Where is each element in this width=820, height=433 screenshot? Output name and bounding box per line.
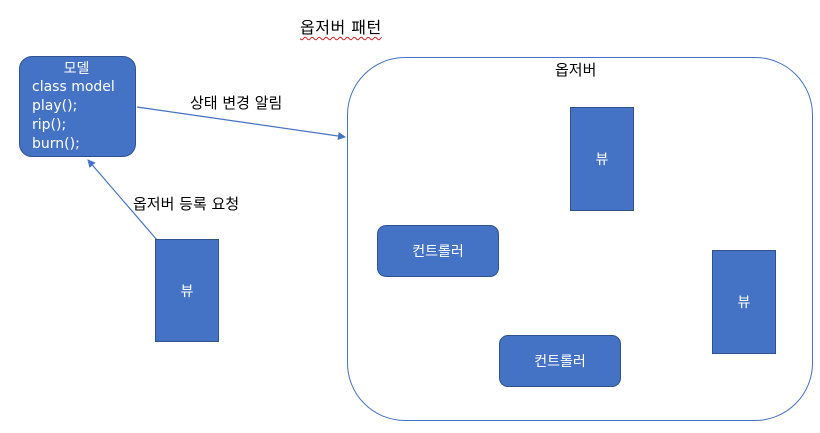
diagram-title: 옵저버 패턴	[300, 14, 382, 38]
model-title: 모델	[63, 61, 90, 77]
observer-controller-label-1: 컨트롤러	[412, 244, 464, 260]
observer-controller-label-2: 컨트롤러	[534, 354, 586, 370]
model-line-class: class model	[32, 79, 115, 95]
notify-label: 상태 변경 알림	[190, 94, 283, 112]
observer-view-label-1: 뷰	[595, 152, 609, 168]
diagram-title-text: 옵저버 패턴	[300, 18, 382, 37]
observer-controller-box-1: 컨트롤러	[377, 225, 499, 277]
observer-view-label-2: 뷰	[737, 295, 751, 311]
model-line-play: play();	[32, 98, 78, 114]
observer-view-box-2: 뷰	[712, 250, 776, 354]
standalone-view-box: 뷰	[155, 239, 219, 342]
observer-container	[347, 57, 813, 421]
observer-view-box-1: 뷰	[570, 107, 634, 211]
model-line-burn: burn();	[32, 136, 80, 152]
standalone-view-label: 뷰	[180, 283, 194, 300]
model-box: 모델 class model play(); rip(); burn();	[19, 56, 136, 157]
observer-label: 옵저버	[555, 61, 597, 79]
observer-controller-box-2: 컨트롤러	[499, 335, 621, 387]
model-line-rip: rip();	[32, 117, 67, 133]
register-label: 옵저버 등록 요청	[133, 195, 240, 213]
